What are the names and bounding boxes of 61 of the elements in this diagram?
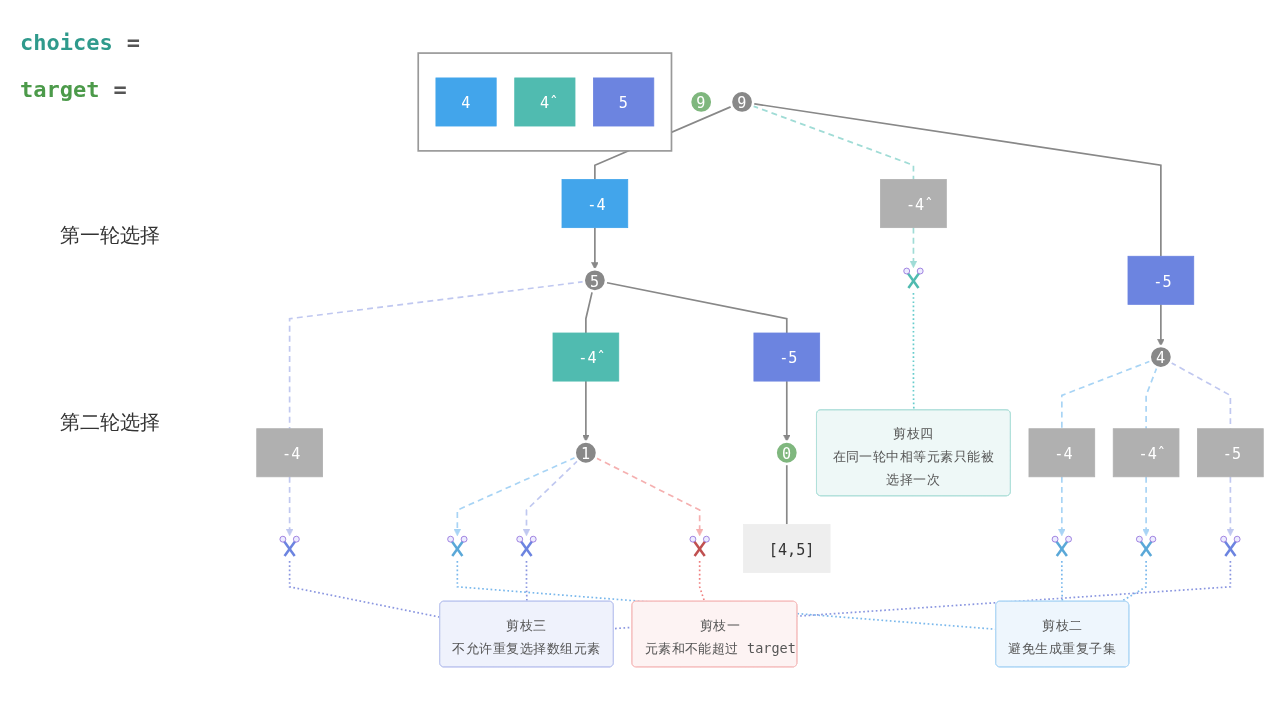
connector-line — [1061, 360, 1152, 430]
leader-line — [1061, 560, 1064, 603]
arrow — [453, 456, 577, 537]
tree-node-circle: 9 — [688, 89, 714, 115]
choice-box: -4 — [561, 179, 629, 229]
scissors-icon — [1051, 535, 1072, 557]
arrow — [595, 456, 704, 537]
connector-line — [751, 105, 915, 181]
arrow — [591, 226, 599, 270]
arrow — [1226, 475, 1235, 537]
choice-box: -4 — [1028, 428, 1096, 478]
leader-line — [912, 292, 915, 411]
note-box: 剪枝四 在同一轮中相等元素只能被选择一次 — [816, 409, 1011, 497]
equals-sign: = — [113, 77, 127, 102]
arrow — [1157, 303, 1165, 347]
choice-box: 5 — [593, 77, 655, 127]
choice-box: 4 — [435, 77, 497, 127]
arrow — [582, 380, 590, 442]
choice-box: -5 — [753, 332, 821, 382]
equals-sign: = — [126, 30, 140, 55]
tree-node-circle: 4 — [1148, 344, 1174, 370]
round-label: 第一轮选择 — [60, 222, 161, 249]
choice-box: -5 — [1127, 255, 1195, 305]
choice-box: -4̂ — [1112, 428, 1180, 478]
scissors-icon — [516, 535, 537, 557]
scissors-icon — [689, 535, 710, 557]
scissors-icon — [1136, 535, 1157, 557]
variable-name: target — [20, 77, 100, 102]
leader-line — [525, 560, 528, 603]
choice-box: -4̂ — [880, 179, 947, 229]
leader-line — [1120, 560, 1147, 603]
scissors-icon — [903, 267, 924, 289]
arrow — [1058, 475, 1066, 537]
tree-node-circle: 5 — [582, 267, 608, 293]
note-box: 剪枝三 不允许重复选择数组元素 — [439, 600, 614, 668]
connector-line — [585, 290, 594, 334]
leader-line — [698, 560, 706, 603]
connector-line — [785, 463, 788, 526]
connector-line — [752, 102, 1162, 258]
arrow — [522, 459, 579, 537]
result-box: [4,5] — [743, 524, 831, 573]
leader-line — [288, 560, 441, 618]
variable-name: choices — [20, 30, 113, 55]
choice-box: -4 — [256, 428, 323, 478]
choice-box: -4̂ — [552, 332, 620, 382]
arrow — [1142, 475, 1150, 537]
choice-box: -5 — [1197, 428, 1264, 478]
arrow — [285, 475, 294, 537]
tree-node-circle: 1 — [573, 440, 599, 466]
arrow — [783, 380, 791, 442]
note-box: 剪枝二 避免生成重复子集 — [995, 600, 1130, 668]
scissors-icon — [279, 535, 300, 557]
tree-node-circle: 0 — [774, 440, 800, 466]
choice-box: 4̂ — [514, 77, 576, 127]
arrow — [909, 226, 918, 268]
connector-line — [1145, 366, 1158, 430]
tree-node-circle: 9 — [729, 89, 755, 115]
round-label: 第二轮选择 — [60, 409, 161, 436]
scissors-icon — [447, 535, 468, 557]
scissors-icon — [1220, 535, 1241, 557]
note-box: 剪枝一 元素和不能超过 target — [631, 600, 798, 668]
